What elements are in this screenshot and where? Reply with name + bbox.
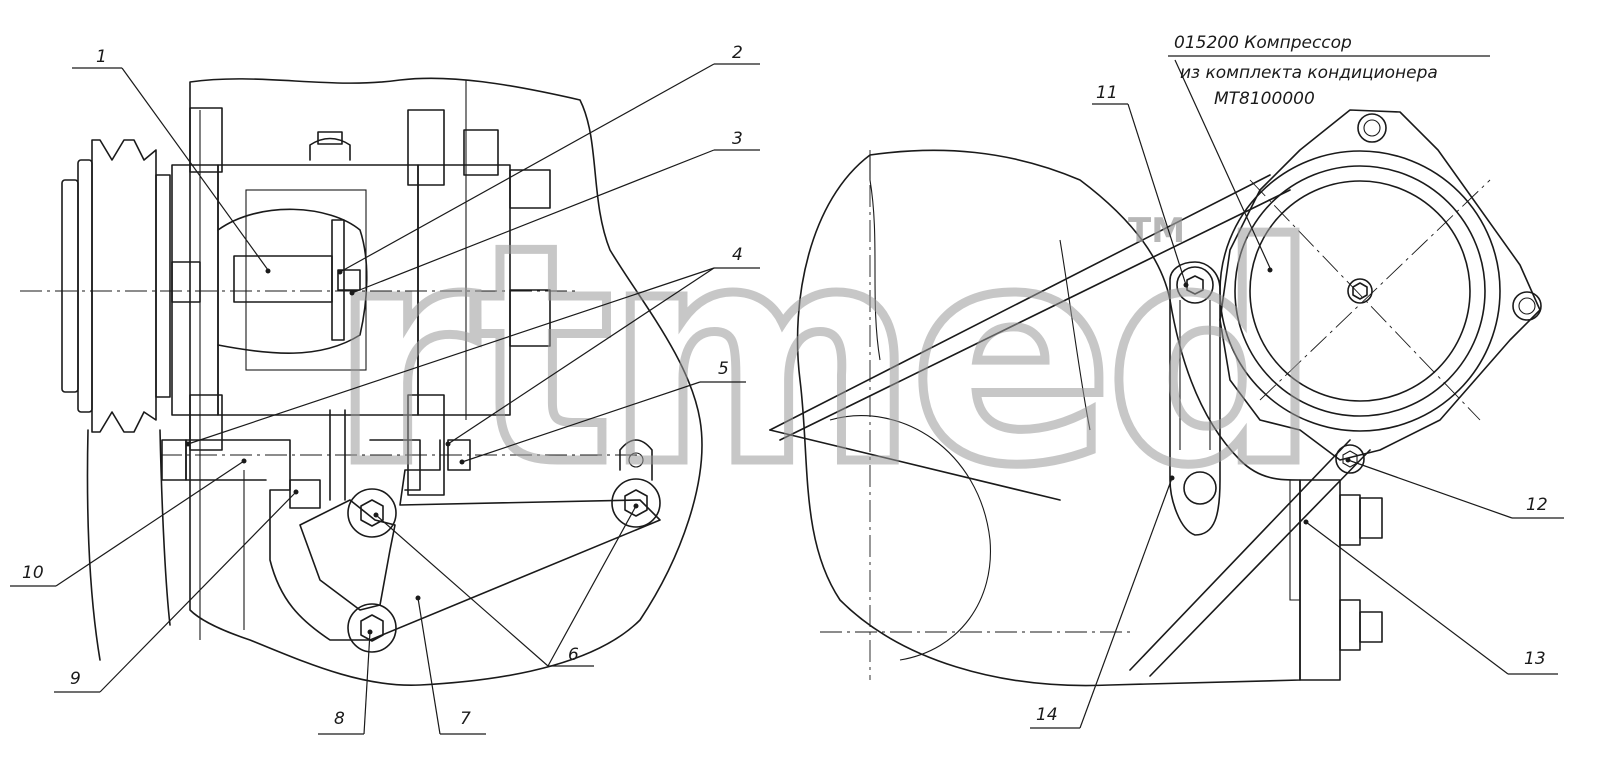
flywheel-arc <box>829 415 992 661</box>
callout-label-14: 14 <box>1036 705 1058 725</box>
title-line-1: 015200 Компрессор <box>1174 33 1352 53</box>
callout-label-3: 3 <box>732 129 743 149</box>
title-note: 015200 Компрессор из комплекта кондицион… <box>1168 33 1490 273</box>
watermark-logo: rtmed TM <box>326 178 1325 536</box>
callout-label-12: 12 <box>1526 495 1548 515</box>
callout-label-4: 4 <box>732 245 743 265</box>
callout-label-5: 5 <box>718 359 729 379</box>
bracket-bolt-right <box>611 439 661 528</box>
callout-5: 5 <box>459 359 746 465</box>
callout-10: 10 <box>10 458 247 587</box>
callout-9: 9 <box>54 489 299 693</box>
right-view <box>769 109 1542 687</box>
callout-label-2: 2 <box>732 43 743 63</box>
compressor-pulley <box>61 139 171 661</box>
callout-4: 4 <box>185 245 760 447</box>
callout-label-10: 10 <box>22 563 44 583</box>
callout-label-6: 6 <box>568 645 579 665</box>
adjusting-strap <box>1169 261 1221 536</box>
callout-label-13: 13 <box>1524 649 1546 669</box>
cutaway-section <box>217 208 368 354</box>
drive-belt <box>769 174 1371 677</box>
callout-12: 12 <box>1345 457 1564 519</box>
callout-label-8: 8 <box>334 709 345 729</box>
callout-label-1: 1 <box>96 47 107 67</box>
callout-1: 1 <box>72 47 271 274</box>
mounting-bracket <box>161 409 661 641</box>
lower-bracket-13 <box>1289 479 1383 681</box>
engine-block-outline <box>189 77 703 686</box>
left-view <box>20 77 703 686</box>
callout-14: 14 <box>1030 475 1175 729</box>
watermark-tm: TM <box>1128 211 1185 251</box>
callout-7: 7 <box>415 595 486 735</box>
compressor-front-housing <box>1219 109 1542 474</box>
callout-8: 8 <box>318 629 373 735</box>
bracket-bolt-lower <box>347 603 397 653</box>
compressor-body <box>171 107 551 496</box>
bracket-bolt-upper <box>347 488 397 538</box>
callout-label-11: 11 <box>1096 83 1118 103</box>
callout-3: 3 <box>349 129 760 296</box>
title-line-2: из комплекта кондиционера <box>1180 63 1438 83</box>
callout-label-9: 9 <box>70 669 81 689</box>
callout-6: 6 <box>373 503 639 667</box>
title-line-3: МТ8100000 <box>1214 89 1315 109</box>
callout-13: 13 <box>1303 519 1558 675</box>
callout-label-7: 7 <box>460 709 471 729</box>
callout-11: 11 <box>1092 83 1189 288</box>
callout-2: 2 <box>337 43 760 275</box>
